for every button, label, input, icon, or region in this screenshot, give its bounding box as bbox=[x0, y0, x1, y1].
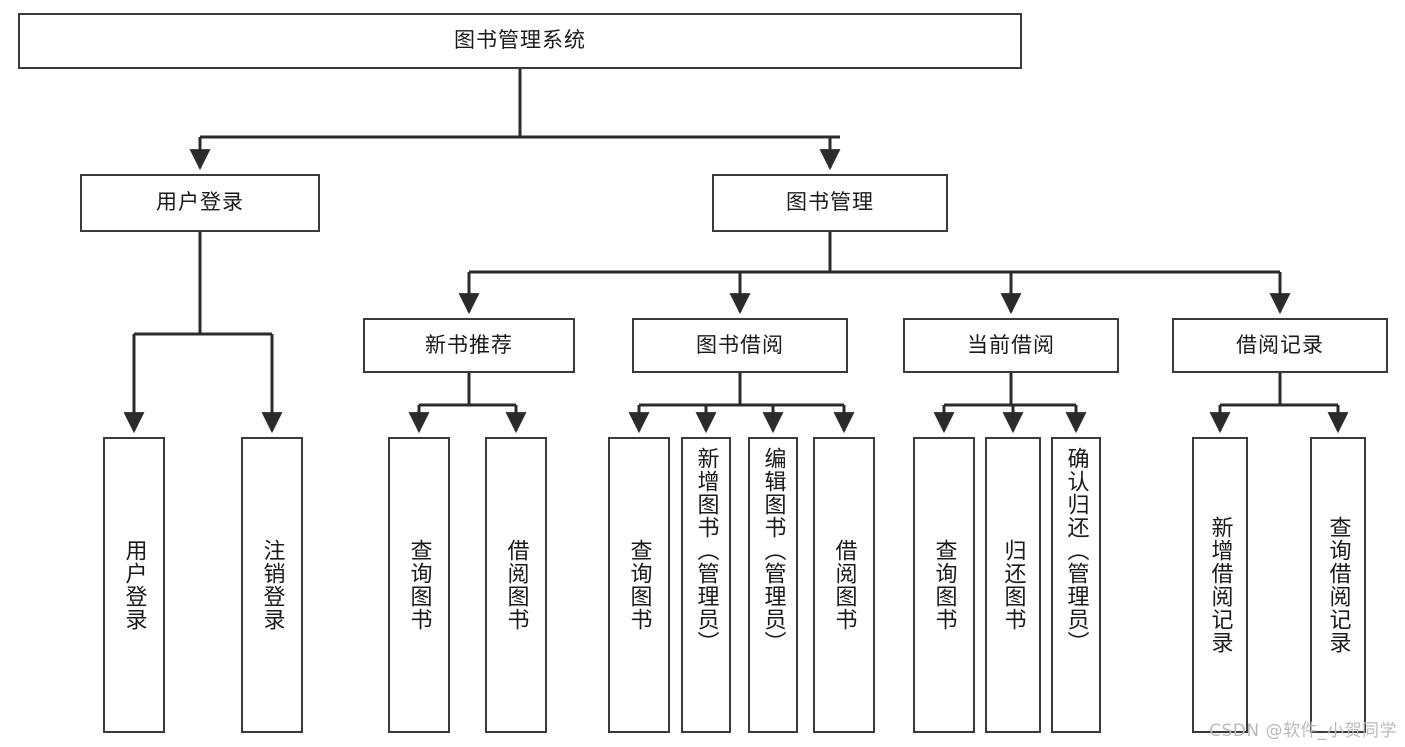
leaf-user-logout[interactable]: 注销登录 bbox=[241, 437, 303, 733]
leaf-user-login[interactable]: 用户登录 bbox=[103, 437, 165, 733]
leaf-confirm-return-admin-label: 确认归还（管理员） bbox=[1063, 447, 1089, 654]
node-book-borrow-label: 图书借阅 bbox=[696, 332, 784, 357]
leaf-cur-query-book-label: 查询图书 bbox=[931, 539, 957, 631]
node-current-borrow[interactable]: 当前借阅 bbox=[903, 318, 1119, 373]
leaf-return-book-label: 归还图书 bbox=[1000, 539, 1026, 631]
leaf-add-borrow-record-label: 新增借阅记录 bbox=[1207, 516, 1233, 654]
node-new-book-rec[interactable]: 新书推荐 bbox=[363, 318, 575, 373]
node-user-login-label: 用户登录 bbox=[156, 190, 244, 215]
node-user-login[interactable]: 用户登录 bbox=[80, 174, 320, 232]
node-book-manage-label: 图书管理 bbox=[786, 190, 874, 215]
leaf-user-logout-label: 注销登录 bbox=[259, 539, 285, 631]
leaf-add-book-admin[interactable]: 新增图书（管理员） bbox=[681, 437, 731, 733]
node-root-label: 图书管理系统 bbox=[454, 28, 586, 53]
leaf-borrow-book-label: 借阅图书 bbox=[831, 539, 857, 631]
leaf-query-borrow-record-label: 查询借阅记录 bbox=[1325, 516, 1351, 654]
leaf-cur-query-book[interactable]: 查询图书 bbox=[913, 437, 975, 733]
leaf-query-borrow-record[interactable]: 查询借阅记录 bbox=[1310, 437, 1366, 733]
leaf-edit-book-admin[interactable]: 编辑图书（管理员） bbox=[748, 437, 798, 733]
leaf-borrow-book[interactable]: 借阅图书 bbox=[813, 437, 875, 733]
node-current-borrow-label: 当前借阅 bbox=[967, 332, 1055, 357]
leaf-rec-query-book[interactable]: 查询图书 bbox=[388, 437, 450, 733]
node-book-manage[interactable]: 图书管理 bbox=[712, 174, 948, 232]
leaf-return-book[interactable]: 归还图书 bbox=[985, 437, 1041, 733]
node-book-borrow[interactable]: 图书借阅 bbox=[632, 318, 848, 373]
leaf-rec-query-book-label: 查询图书 bbox=[406, 539, 432, 631]
node-new-book-rec-label: 新书推荐 bbox=[425, 332, 513, 357]
node-borrow-record[interactable]: 借阅记录 bbox=[1172, 318, 1388, 373]
leaf-borrow-query-book[interactable]: 查询图书 bbox=[608, 437, 670, 733]
leaf-confirm-return-admin[interactable]: 确认归还（管理员） bbox=[1051, 437, 1101, 733]
node-root[interactable]: 图书管理系统 bbox=[18, 13, 1022, 69]
leaf-edit-book-admin-label: 编辑图书（管理员） bbox=[760, 447, 786, 654]
leaf-rec-borrow-book-label: 借阅图书 bbox=[503, 539, 529, 631]
watermark: CSDN @软件_小贺同学 bbox=[1209, 721, 1397, 741]
leaf-user-login-label: 用户登录 bbox=[121, 539, 147, 631]
leaf-add-book-admin-label: 新增图书（管理员） bbox=[693, 447, 719, 654]
leaf-borrow-query-book-label: 查询图书 bbox=[626, 539, 652, 631]
leaf-add-borrow-record[interactable]: 新增借阅记录 bbox=[1192, 437, 1248, 733]
leaf-rec-borrow-book[interactable]: 借阅图书 bbox=[485, 437, 547, 733]
node-borrow-record-label: 借阅记录 bbox=[1236, 332, 1324, 357]
